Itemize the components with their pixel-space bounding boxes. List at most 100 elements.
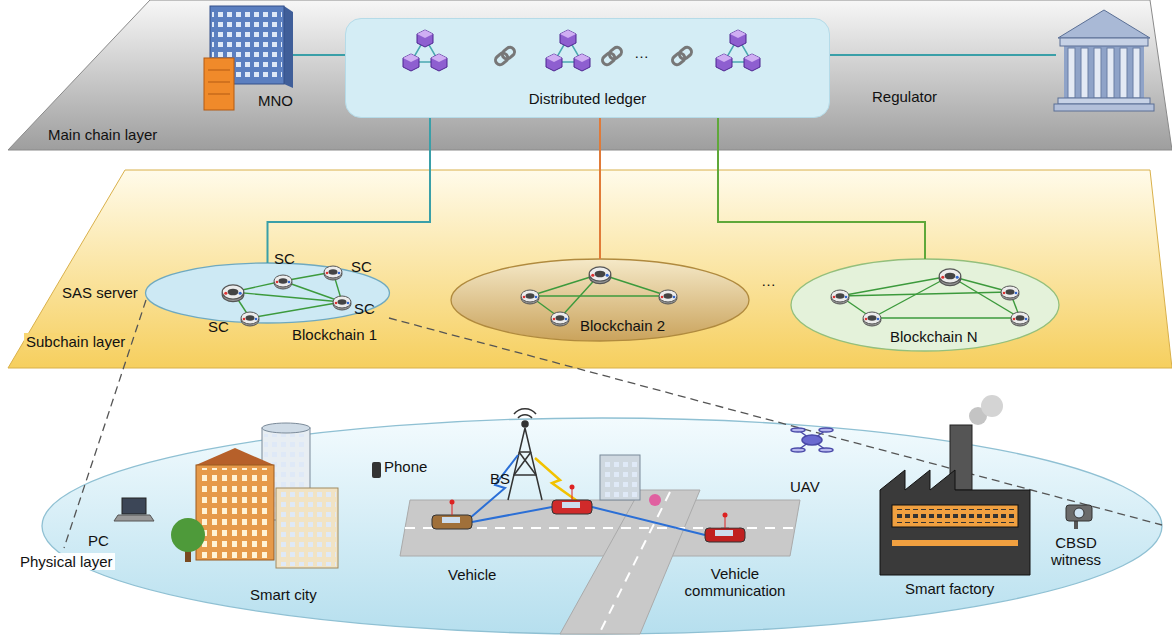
server-node xyxy=(1003,292,1006,295)
laptop xyxy=(114,498,154,521)
server-node xyxy=(551,312,569,326)
server-node xyxy=(868,315,877,321)
layer-label: Blockchain N xyxy=(890,328,978,345)
mno-building xyxy=(208,94,230,95)
server-node xyxy=(526,293,535,299)
uav xyxy=(798,430,826,450)
text-label: Phone xyxy=(384,458,427,475)
server-node xyxy=(863,312,881,326)
server-node xyxy=(845,296,848,299)
chain-link-line xyxy=(250,302,342,318)
smart-city xyxy=(278,492,336,566)
layer-band: Subchain layerBlockchain 1Blockchain 2Bl… xyxy=(0,170,1172,370)
regulator-building xyxy=(1068,48,1075,98)
layer-band-shape xyxy=(8,0,1172,150)
chain-link-line xyxy=(233,292,342,302)
text-label: Regulator xyxy=(872,88,937,105)
server-node xyxy=(274,275,292,289)
regulator-building xyxy=(1058,98,1150,104)
server-node xyxy=(333,296,351,308)
server-node xyxy=(591,274,594,277)
server-node xyxy=(1013,318,1016,321)
base-station xyxy=(508,428,542,500)
smart-city xyxy=(171,423,338,568)
ledger-blocks xyxy=(494,45,517,66)
server-node xyxy=(556,315,565,321)
server-node xyxy=(595,271,606,278)
server-node xyxy=(659,290,677,304)
regulator-building xyxy=(1120,48,1127,98)
regulator-building xyxy=(1107,48,1114,98)
vehicles xyxy=(725,516,726,528)
roads xyxy=(400,490,800,634)
server-node xyxy=(288,281,291,284)
text-label: UAV xyxy=(790,478,820,495)
server-node xyxy=(831,290,849,302)
ledger-blocks xyxy=(716,30,760,71)
vehicles xyxy=(723,513,728,518)
vehicles xyxy=(570,485,575,490)
chain-link-line xyxy=(530,295,668,296)
smart-city xyxy=(276,488,338,568)
vehicles xyxy=(562,502,580,508)
vehicles xyxy=(450,500,455,505)
ledger-wires xyxy=(830,54,1056,56)
text-label: MNO xyxy=(258,92,293,109)
connector xyxy=(599,118,601,259)
server-node xyxy=(241,312,259,326)
factory xyxy=(892,540,1018,546)
cbsd-camera xyxy=(1066,505,1092,529)
cbsd-camera xyxy=(1074,521,1078,529)
server-node xyxy=(565,318,568,321)
text-label: PC xyxy=(88,532,109,549)
vehicles xyxy=(472,507,552,522)
server-node xyxy=(255,318,258,321)
mno-building xyxy=(204,58,234,110)
uav xyxy=(791,428,833,452)
vehicles xyxy=(572,488,573,500)
physical-layer-ellipse-shape xyxy=(42,418,1162,634)
server-node xyxy=(659,290,677,302)
zoom-lines xyxy=(389,318,1162,525)
regulator-building xyxy=(1060,38,1148,46)
base-station xyxy=(514,474,536,476)
vehicles xyxy=(452,503,453,515)
layer-band: Main chain layerDistributed ledger xyxy=(0,0,1172,152)
uav xyxy=(819,428,833,432)
server-node xyxy=(276,281,279,284)
smart-city xyxy=(196,465,274,560)
blockchain-ellipse: Blockchain N xyxy=(790,258,1060,354)
server-node xyxy=(521,290,539,304)
text-label: SAS server xyxy=(62,284,138,301)
laptop xyxy=(122,498,146,514)
server-node xyxy=(326,272,329,275)
vehicles xyxy=(552,500,592,514)
ledger-blocks xyxy=(671,45,694,66)
text-label: SC xyxy=(208,318,229,335)
ledger-blocks xyxy=(546,30,590,71)
server-node xyxy=(863,312,881,324)
server-node xyxy=(865,318,868,321)
laptop xyxy=(114,515,154,521)
vehicles xyxy=(602,458,638,498)
text-label: Vehicle communication xyxy=(680,565,790,599)
server-node xyxy=(551,312,569,324)
server-node xyxy=(956,276,959,279)
server-node xyxy=(1016,315,1025,321)
server-node xyxy=(941,276,944,279)
server-node xyxy=(324,266,342,278)
regulator-building xyxy=(1054,104,1154,111)
server-node xyxy=(274,275,292,287)
server-node xyxy=(241,312,259,324)
roads xyxy=(600,492,670,632)
text-label: … xyxy=(634,44,649,61)
layer-label: Subchain layer xyxy=(24,333,127,350)
text-label: SC xyxy=(354,300,375,317)
server-node xyxy=(1011,312,1029,324)
ledger-wires xyxy=(292,54,1056,56)
server-node xyxy=(836,293,845,299)
chain-link-line xyxy=(950,276,1020,318)
server-node xyxy=(228,289,239,296)
layer-band-shape xyxy=(8,170,1172,368)
server-node xyxy=(243,318,246,321)
